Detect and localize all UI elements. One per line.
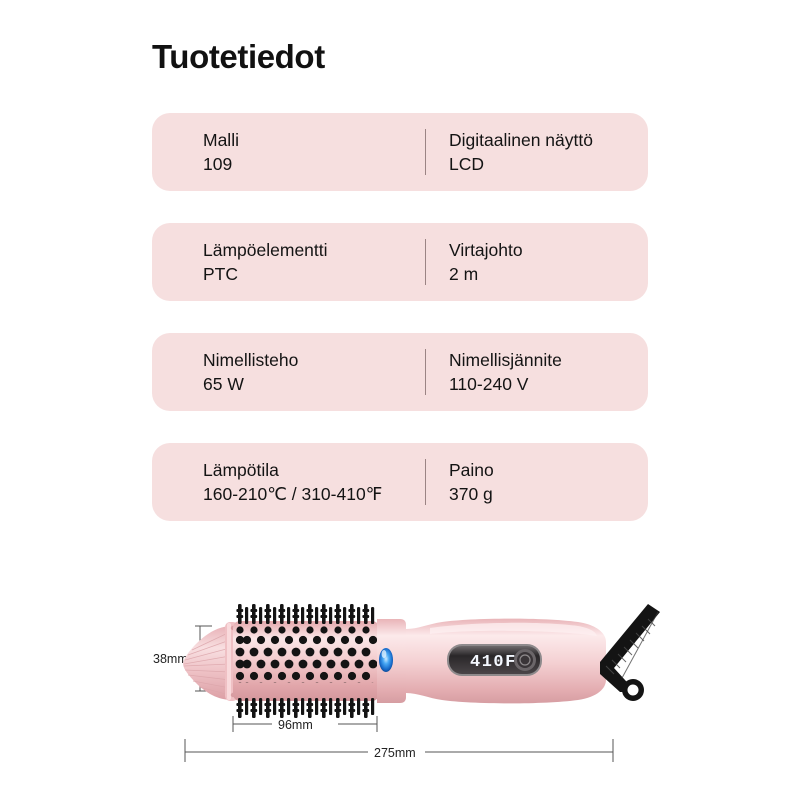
page-title: Tuotetiedot — [152, 38, 325, 75]
spec-label: Nimellisjännite — [449, 350, 562, 370]
spec-label: Virtajohto — [449, 240, 523, 260]
spec-cell-right: Virtajohto 2 m — [425, 223, 648, 301]
spec-divider — [425, 459, 426, 505]
spec-card: Lämpöelementti PTC Virtajohto 2 m — [152, 223, 648, 301]
product-illustration: 38mm — [0, 582, 800, 801]
spec-label: Nimellisteho — [203, 350, 299, 370]
spec-value: 110-240 V — [449, 374, 529, 394]
bristles-bottom — [236, 698, 375, 718]
spec-cell-left: Nimellisteho 65 W — [152, 333, 425, 411]
spec-value: LCD — [449, 154, 485, 174]
spec-label: Malli — [203, 130, 239, 150]
spec-cell-right: Nimellisjännite 110-240 V — [425, 333, 648, 411]
power-cord — [600, 604, 660, 701]
spec-cell-right: Paino 370 g — [425, 443, 648, 521]
spec-value: 2 m — [449, 264, 479, 284]
specifications-list: Malli 109 Digitaalinen näyttö LCD Lämpöe… — [152, 113, 648, 553]
spec-card: Nimellisteho 65 W Nimellisjännite 110-24… — [152, 333, 648, 411]
product-diagram-svg: 38mm — [153, 604, 660, 762]
spec-value: PTC — [203, 264, 238, 284]
spec-card: Malli 109 Digitaalinen näyttö LCD — [152, 113, 648, 191]
brush-tip-cone — [183, 622, 238, 701]
dimension-label-total: 275mm — [374, 746, 416, 760]
spec-divider — [425, 349, 426, 395]
spec-label: Lämpöelementti — [203, 240, 328, 260]
brush-collar — [377, 619, 406, 703]
led-indicator-icon — [379, 648, 393, 672]
lcd-temperature-reading: 410F — [470, 653, 517, 672]
dimension-total-275mm — [184, 739, 614, 762]
spec-cell-left: Lämpötila 160-210℃ / 310-410℉ — [152, 443, 425, 521]
bristle-dot-grid — [235, 626, 377, 683]
spec-cell-right: Digitaalinen näyttö LCD — [425, 113, 648, 191]
spec-value: 65 W — [203, 374, 244, 394]
spec-value: 109 — [203, 154, 233, 174]
spec-cell-left: Lämpöelementti PTC — [152, 223, 425, 301]
spec-label: Digitaalinen näyttö — [449, 130, 593, 150]
spec-label: Lämpötila — [203, 460, 279, 480]
spec-label: Paino — [449, 460, 494, 480]
spec-cell-left: Malli 109 — [152, 113, 425, 191]
spec-value: 370 g — [449, 484, 493, 504]
dimension-label-barrel: 96mm — [278, 718, 313, 732]
spec-value: 160-210℃ / 310-410℉ — [203, 484, 383, 504]
bristles-top — [236, 604, 375, 624]
brush-barrel — [233, 604, 379, 718]
spec-divider — [425, 239, 426, 285]
lcd-display: 410F — [447, 644, 542, 676]
spec-divider — [425, 129, 426, 175]
dimension-barrel-96mm — [232, 716, 378, 732]
spec-card: Lämpötila 160-210℃ / 310-410℉ Paino 370 … — [152, 443, 648, 521]
dimension-label-height: 38mm — [153, 652, 188, 666]
